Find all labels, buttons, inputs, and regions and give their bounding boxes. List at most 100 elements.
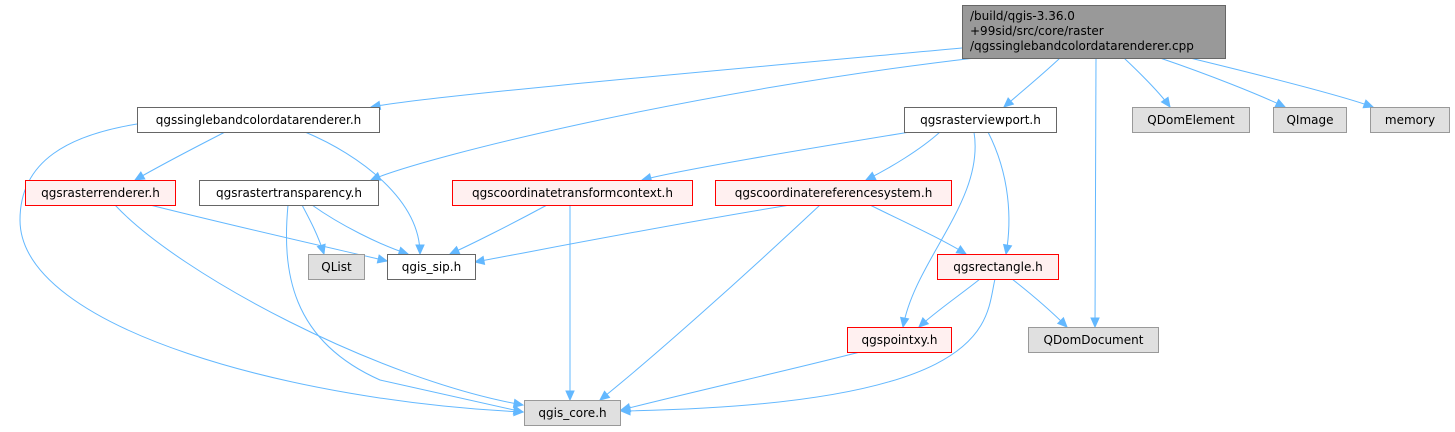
node-label: qgscoordinatetransformcontext.h <box>472 186 673 200</box>
edge-root-to-rasterviewport_h <box>1003 57 1061 108</box>
node-qdomelement: QDomElement <box>1132 107 1250 133</box>
node-label: /build/qgis-3.36.0 <box>970 9 1075 23</box>
edge-rastertransparency_h-to-qgis_core_h <box>286 204 525 415</box>
edge-arrowhead <box>599 390 611 401</box>
edge-rasterrenderer_h-to-qgis_core_h <box>114 204 525 409</box>
node-label: qgspointxy.h <box>861 333 937 347</box>
edge-sbcdr_h-to-rasterrenderer_h <box>133 131 226 181</box>
edge-arrowhead <box>565 390 575 402</box>
node-rasterrenderer-h[interactable]: qgsrasterrenderer.h <box>25 180 176 206</box>
edge-line <box>599 204 821 401</box>
edge-rasterviewport_h-to-rectangle_h <box>987 131 1013 256</box>
edge-root-to-qimage <box>1159 57 1287 108</box>
node-sbcdr-h[interactable]: qgssinglebandcolordatarenderer.h <box>137 107 380 133</box>
node-qgis-sip-h[interactable]: qgis_sip.h <box>387 254 476 280</box>
node-rectangle-h[interactable]: qgsrectangle.h <box>937 254 1059 280</box>
edge-arrowhead <box>369 171 382 181</box>
edge-arrowhead <box>1003 97 1015 108</box>
edge-root-to-sbcdr_h <box>369 47 963 110</box>
edge-line <box>304 131 421 255</box>
node-box <box>937 254 1059 280</box>
edge-line <box>620 278 996 412</box>
node-label: qgsrasterviewport.h <box>920 113 1041 127</box>
edge-rastertransparency_h-to-qlist <box>301 204 326 256</box>
node-qlist: QList <box>308 254 365 280</box>
edge-rectangle_h-to-pointxy_h <box>918 278 981 328</box>
node-label: qgsrectangle.h <box>953 260 1043 274</box>
edge-line <box>134 131 226 181</box>
node-box <box>387 254 476 280</box>
nodes-layer: /build/qgis-3.36.0+99sid/src/core/raster… <box>25 5 1450 426</box>
edge-line <box>865 131 941 181</box>
edge-line <box>902 131 976 328</box>
edge-line <box>1003 57 1061 108</box>
edge-root-to-rastertransparency_h <box>369 57 976 181</box>
edge-arrowhead <box>1002 243 1013 256</box>
node-box <box>524 400 621 426</box>
node-label: qgscoordinatereferencesystem.h <box>735 186 933 200</box>
edge-arrowhead <box>918 317 930 328</box>
node-rasterviewport-h[interactable]: qgsrasterviewport.h <box>904 107 1057 133</box>
node-label: QImage <box>1286 113 1333 127</box>
node-label: qgis_core.h <box>538 406 606 420</box>
node-rastertransparency-h[interactable]: qgsrastertransparency.h <box>199 180 379 206</box>
edge-line <box>1123 57 1171 108</box>
node-box <box>1273 107 1347 133</box>
edges-layer <box>19 47 1375 417</box>
edge-crs_h-to-qgis_core_h <box>599 204 821 401</box>
node-box <box>847 327 952 353</box>
edge-line <box>918 278 981 328</box>
edge-arrowhead <box>415 244 425 256</box>
node-memory: memory <box>1370 107 1450 133</box>
edge-arrowhead <box>1274 98 1287 108</box>
edge-line <box>869 204 967 255</box>
node-label: qgsrasterrenderer.h <box>41 186 160 200</box>
node-pointxy-h[interactable]: qgspointxy.h <box>847 327 952 353</box>
node-box <box>1028 327 1159 353</box>
edge-line <box>370 57 976 181</box>
node-label: qgis_sip.h <box>402 260 461 274</box>
edge-line <box>1094 57 1097 328</box>
node-label: memory <box>1385 113 1435 127</box>
edge-arrowhead <box>512 398 525 409</box>
edge-arrowhead <box>316 243 326 256</box>
edge-line <box>474 204 791 263</box>
edge-sbcdr_h-to-qgis_sip_h <box>304 131 425 256</box>
edge-rasterviewport_h-to-coordtransformcontext_h <box>640 131 911 183</box>
edge-arrowhead <box>1160 96 1171 109</box>
edge-line <box>370 47 963 108</box>
node-crs-h[interactable]: qgscoordinatereferencesystem.h <box>715 180 952 206</box>
node-qdomdocument: QDomDocument <box>1028 327 1159 353</box>
node-label: /qgssinglebandcolordatarenderer.cpp <box>970 39 1194 53</box>
node-box <box>308 254 365 280</box>
edge-arrowhead <box>864 171 877 181</box>
node-box <box>1132 107 1250 133</box>
edge-pointxy_h-to-qgis_core_h <box>619 351 861 413</box>
edge-line <box>987 131 1010 255</box>
node-box <box>715 180 952 206</box>
edge-arrowhead <box>133 171 146 181</box>
node-box <box>1370 107 1450 133</box>
edge-crs_h-to-qgis_sip_h <box>473 204 791 265</box>
node-label: QDomElement <box>1147 113 1235 127</box>
edge-arrowhead <box>512 405 525 415</box>
edge-arrowhead <box>955 244 968 255</box>
node-root[interactable]: /build/qgis-3.36.0+99sid/src/core/raster… <box>962 5 1226 59</box>
edge-arrowhead <box>448 245 461 255</box>
node-box <box>25 180 176 206</box>
node-box <box>452 180 693 206</box>
edge-crs_h-to-rectangle_h <box>869 204 968 255</box>
edge-arrowhead <box>619 403 632 413</box>
edge-rectangle_h-to-qdomdocument <box>1011 278 1068 328</box>
edge-arrowhead <box>1056 316 1068 328</box>
node-coordtransformcontext-h[interactable]: qgscoordinatetransformcontext.h <box>452 180 693 206</box>
node-label: qgssinglebandcolordatarenderer.h <box>156 113 362 127</box>
edge-rasterrenderer_h-to-qgis_sip_h <box>149 204 389 264</box>
edge-line <box>286 204 524 413</box>
edge-arrowhead <box>397 246 410 256</box>
edge-line <box>641 131 911 181</box>
node-box <box>962 5 1226 59</box>
edge-line <box>1011 278 1068 328</box>
edge-coordtransformcontext_h-to-qgis_core_h <box>565 205 575 402</box>
